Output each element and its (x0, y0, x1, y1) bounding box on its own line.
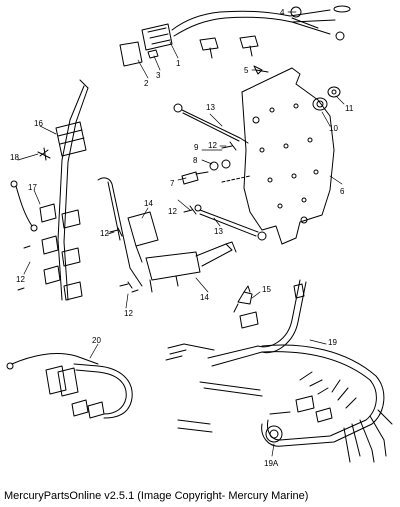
callout-5: 5 (244, 66, 249, 75)
mounting-plate (241, 67, 335, 245)
callout-7: 7 (170, 179, 175, 188)
callout-19a: 19A (264, 459, 279, 468)
callout-12-d: 12 (124, 309, 133, 318)
ignition-coil-assembly (97, 177, 237, 293)
callout-11: 11 (345, 104, 354, 113)
ground-strap-lower (194, 175, 267, 241)
callout-12-c: 12 (100, 229, 109, 238)
callout-8: 8 (193, 156, 198, 165)
callout-15: 15 (262, 285, 271, 294)
callout-12-a: 12 (208, 141, 217, 150)
callout-2: 2 (144, 79, 149, 88)
callout-13-b: 13 (214, 227, 223, 236)
callout-labels: 1 2 3 4 5 6 7 8 9 10 11 12 12 12 12 12 1… (10, 8, 354, 468)
callout-14-a: 14 (144, 199, 153, 208)
callout-leaders (17, 11, 345, 457)
bolt-washers (181, 141, 237, 215)
callout-13-a: 13 (206, 103, 215, 112)
callout-6: 6 (340, 187, 345, 196)
callout-16: 16 (34, 119, 43, 128)
callout-10: 10 (329, 124, 338, 133)
callout-18: 18 (10, 153, 19, 162)
callout-12-b: 12 (168, 207, 177, 216)
spark-plug (233, 285, 253, 313)
copyright-caption: MercuryPartsOnline v2.5.1 (Image Copyrig… (4, 490, 309, 502)
callout-12-e: 12 (16, 275, 25, 284)
callout-1: 1 (176, 59, 181, 68)
callout-20: 20 (92, 336, 101, 345)
left-harness-column (10, 79, 89, 301)
callout-17: 17 (28, 183, 37, 192)
accessory-harness (6, 353, 133, 419)
ground-strap-upper (173, 103, 249, 144)
callout-19: 19 (328, 338, 337, 347)
parts-diagram: 1 2 3 4 5 6 7 8 9 10 11 12 12 12 12 12 1… (6, 5, 393, 468)
callout-9: 9 (194, 143, 199, 152)
screw-and-nuts (253, 65, 341, 111)
main-engine-harness (165, 279, 393, 463)
connector-assembly (119, 5, 351, 67)
callout-4: 4 (280, 8, 285, 17)
callout-14-b: 14 (200, 293, 209, 302)
callout-3: 3 (156, 71, 161, 80)
